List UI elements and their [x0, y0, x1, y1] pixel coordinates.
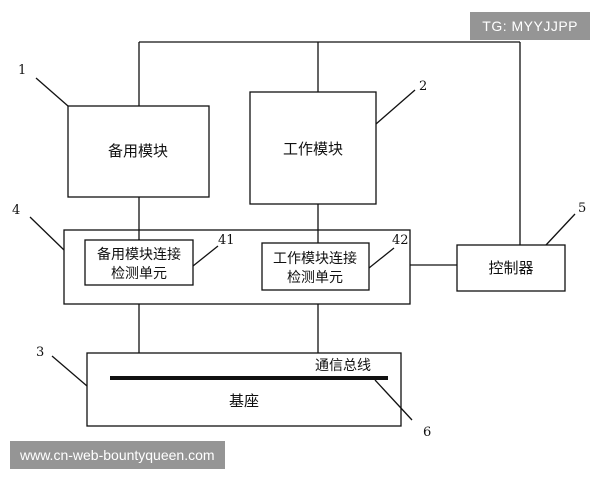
backup-module-label: 备用模块 — [108, 142, 168, 160]
callout-1: 1 — [18, 63, 26, 78]
communication-bus-label: 通信总线 — [315, 358, 371, 374]
detection-container-box — [63, 229, 411, 305]
leader-41 — [192, 245, 219, 267]
callout-4: 4 — [12, 203, 20, 218]
controller-label: 控制器 — [488, 259, 533, 277]
callout-6: 6 — [423, 425, 431, 440]
callout-41: 41 — [218, 233, 235, 248]
callout-2: 2 — [419, 79, 427, 94]
leader-6 — [374, 379, 413, 421]
leader-5 — [545, 213, 576, 246]
leader-42 — [368, 247, 395, 269]
working-detect-unit-box — [261, 242, 370, 291]
leader-1 — [35, 77, 69, 107]
backup-detect-unit-box — [84, 239, 194, 286]
working-module-label: 工作模块 — [283, 140, 343, 158]
backup-detect-label-line1: 备用模块连接 — [97, 246, 181, 263]
callout-42: 42 — [392, 233, 409, 248]
base-box — [86, 352, 402, 427]
leader-2 — [375, 89, 416, 125]
callout-3: 3 — [36, 345, 44, 360]
base-label: 基座 — [229, 392, 259, 410]
watermark-bottom-left: www.cn-web-bountyqueen.com — [10, 441, 225, 469]
working-detect-label-line2: 检测单元 — [287, 270, 343, 286]
leader-3 — [51, 355, 88, 387]
working-module-box — [249, 91, 377, 205]
watermark-top-right: TG: MYYJJPP — [470, 12, 590, 40]
backup-detect-label-line2: 检测单元 — [111, 266, 167, 282]
working-detect-label-line1: 工作模块连接 — [273, 250, 357, 267]
leader-4 — [29, 216, 65, 251]
controller-box — [456, 244, 566, 292]
callout-5: 5 — [578, 201, 586, 216]
